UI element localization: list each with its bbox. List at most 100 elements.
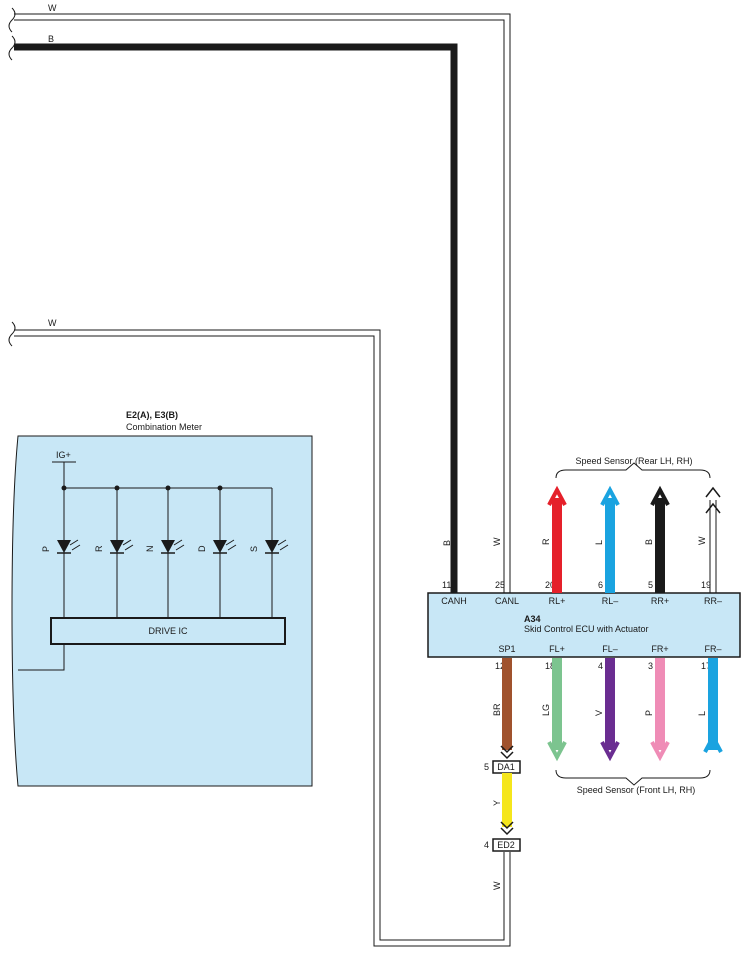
- ecu-bottom-pin-name: FR+: [651, 644, 668, 654]
- front-arrow-p: [650, 741, 670, 762]
- led-label-r: R: [94, 545, 104, 552]
- sp1-wire-label: BR: [492, 703, 502, 716]
- front-sensor-wires: LG V P L: [541, 658, 723, 762]
- drive-ic-label: DRIVE IC: [148, 626, 188, 636]
- rear-arrow-w: [705, 486, 721, 514]
- junction-dot: [165, 485, 171, 491]
- front-wire-label: L: [697, 711, 707, 716]
- ecu-box: [427, 592, 741, 658]
- front-wire-label: P: [644, 710, 654, 716]
- front-wire-v: [605, 658, 615, 750]
- front-sensor-brace: [555, 769, 711, 786]
- ecu-bottom-pin-number: 17: [701, 661, 711, 671]
- ed2-connector: [492, 838, 521, 852]
- led-label-p: P: [41, 546, 51, 552]
- ecu-bottom-pin-name: FL–: [602, 644, 618, 654]
- ig-label: IG+: [56, 450, 71, 460]
- ecu-top-pin-name: RR+: [651, 596, 669, 606]
- ed2-name: ED2: [497, 840, 515, 850]
- led-light-rays: [69, 539, 81, 551]
- drive-ic-box: [50, 617, 286, 645]
- ecu-top-pin-name: CANL: [495, 596, 519, 606]
- combination-meter-box: [11, 435, 313, 787]
- ed2-pin: 4: [484, 840, 489, 850]
- led-label-s: S: [249, 546, 259, 552]
- led-label-n: N: [145, 546, 155, 553]
- junction-dot: [61, 485, 67, 491]
- canl-wire-label: W: [492, 537, 502, 546]
- sp1-chevron: [500, 745, 514, 760]
- led-light-rays: [225, 539, 237, 551]
- led-icon-d: [213, 540, 227, 553]
- led-light-rays: [277, 539, 289, 551]
- front-wire-label: V: [594, 710, 604, 716]
- front-wire-l: [708, 658, 718, 750]
- ecu-top-pin-name: RL+: [549, 596, 566, 606]
- y-wire-label: Y: [492, 800, 502, 806]
- ecu-bottom-pin-number: 18: [545, 661, 555, 671]
- ecu-bottom-pins: SP1 12 FL+ 18 FL– 4 FR+ 3 FR– 17: [495, 644, 722, 671]
- ecu-top-pin-number: 11: [442, 580, 451, 590]
- ecu-bottom-pin-number: 4: [598, 661, 603, 671]
- front-wire-p: [655, 658, 665, 750]
- rear-arrow-r: [547, 485, 567, 506]
- junction-dot: [217, 485, 223, 491]
- ecu-top-pin-name: CANH: [441, 596, 467, 606]
- break-mark-top-b: [8, 35, 16, 61]
- rear-wire-label: R: [541, 538, 551, 545]
- break-mark-mid-w: [8, 321, 16, 347]
- drive-ic-out: [18, 644, 65, 671]
- rear-wire-label: W: [697, 536, 707, 545]
- rear-wire-label: L: [594, 540, 604, 545]
- ecu-top-pin-name: RL–: [602, 596, 619, 606]
- ecu-bottom-pin-name: FR–: [704, 644, 721, 654]
- ecu-top-pin-name: RR–: [704, 596, 722, 606]
- wire-top-b-label: B: [48, 34, 54, 44]
- led-label-d: D: [197, 545, 207, 552]
- front-arrow-v: [600, 741, 620, 762]
- rear-wire-label: B: [644, 539, 654, 545]
- meter-code: E2(A), E3(B): [126, 410, 178, 420]
- meter-name: Combination Meter: [126, 422, 202, 432]
- ecu-top-pin-number: 5: [648, 580, 653, 590]
- rear-arrow-l: [600, 485, 620, 506]
- ecu-top-pin-number: 25: [495, 580, 505, 590]
- front-wire-lg: [552, 658, 562, 750]
- rear-sensor-brace: [555, 462, 711, 479]
- rear-arrow-b: [650, 485, 670, 506]
- wire-top-w-label: W: [48, 3, 57, 13]
- wire-top-b: [14, 43, 458, 595]
- wire-mid-w: [14, 329, 511, 947]
- front-wire-label: LG: [541, 704, 551, 716]
- y-chevron: [500, 821, 514, 836]
- ecu-top-pin-number: 19: [701, 580, 711, 590]
- wire-mid-w-label: W: [48, 318, 57, 328]
- front-sensor-label: Speed Sensor (Front LH, RH): [577, 785, 696, 795]
- led-light-rays: [173, 539, 185, 551]
- ecu-bottom-pin-name: FL+: [549, 644, 565, 654]
- rear-wire-b: [655, 498, 665, 593]
- canh-wire-label: B: [442, 540, 452, 546]
- y-wire: [502, 773, 512, 827]
- led-light-rays: [122, 539, 134, 551]
- led-icon-r: [110, 540, 124, 553]
- ecu-bottom-pin-name: SP1: [498, 644, 515, 654]
- ecu-top-pin-number: 20: [545, 580, 555, 590]
- ecu-name: Skid Control ECU with Actuator: [524, 624, 649, 634]
- ecu-bottom-pin-number: 3: [648, 661, 653, 671]
- rear-wire-l: [605, 498, 615, 593]
- led-icon-n: [161, 540, 175, 553]
- junction-dot: [114, 485, 120, 491]
- ecu-bottom-pin-number: 12: [495, 661, 505, 671]
- da1-name: DA1: [497, 762, 515, 772]
- break-mark-top-w: [8, 7, 16, 33]
- sp1-wire: [502, 658, 512, 750]
- ecu-code: A34: [524, 614, 541, 624]
- wire-top-w: [14, 13, 511, 595]
- rear-wire-r: [552, 498, 562, 593]
- da1-pin: 5: [484, 762, 489, 772]
